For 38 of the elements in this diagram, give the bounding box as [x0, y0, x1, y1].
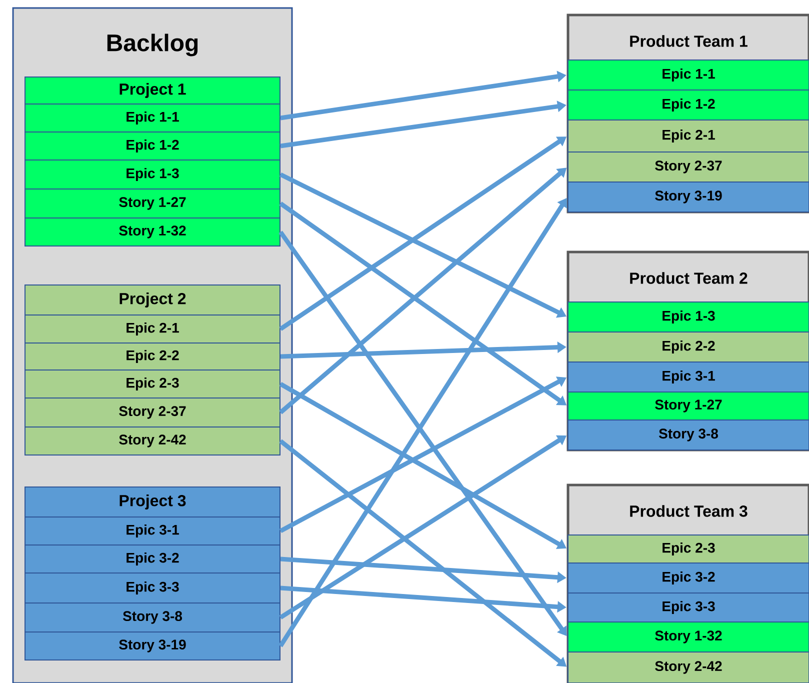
work-item-box: Epic 2-1	[568, 120, 809, 152]
project-header: Project 1	[24, 76, 280, 104]
work-item-box: Epic 3-1	[568, 362, 809, 392]
work-item-box: Epic 1-3	[24, 160, 280, 190]
work-item-box: Epic 3-2	[568, 562, 809, 594]
project-header: Project 2	[24, 284, 280, 316]
work-item-box: Epic 1-2	[24, 132, 280, 160]
work-item-box: Story 3-19	[24, 631, 280, 660]
node-label: Epic 3-3	[662, 600, 715, 614]
work-item-box: Epic 2-1	[24, 314, 280, 344]
work-item-box: Epic 3-1	[24, 516, 280, 546]
work-item-box: Story 2-37	[568, 152, 809, 182]
work-item-box: Story 1-27	[568, 392, 809, 420]
project-header: Project 3	[24, 486, 280, 518]
work-item-box: Story 2-42	[568, 651, 809, 683]
work-item-box: Story 3-8	[568, 420, 809, 450]
node-label: Epic 1-2	[662, 98, 715, 112]
work-item-box: Story 2-42	[24, 426, 280, 456]
work-item-box: Epic 1-3	[568, 302, 809, 332]
work-item-box: Story 1-32	[24, 218, 280, 246]
work-item-box: Epic 1-2	[568, 90, 809, 120]
work-item-box: Epic 2-3	[568, 534, 809, 564]
work-item-box: Epic 3-3	[568, 592, 809, 622]
work-item-box: Epic 3-3	[24, 572, 280, 604]
node-label: Epic 3-2	[662, 571, 715, 585]
work-item-box: Epic 3-2	[24, 544, 280, 574]
work-item-box: Epic 2-2	[24, 342, 280, 370]
work-item-box: Epic 1-1	[568, 60, 809, 90]
node-label: Story 2-37	[655, 160, 722, 174]
work-item-box: Story 2-37	[24, 398, 280, 428]
work-item-box: Epic 1-1	[24, 104, 280, 132]
work-item-box: Story 3-19	[568, 182, 809, 212]
work-item-box: Story 3-8	[24, 602, 280, 632]
work-item-box: Story 1-27	[24, 188, 280, 218]
node-label: Epic 1-1	[662, 68, 715, 82]
work-item-box: Epic 2-3	[24, 370, 280, 398]
work-item-box: Story 1-32	[568, 621, 809, 652]
work-item-box: Epic 2-2	[568, 332, 809, 362]
